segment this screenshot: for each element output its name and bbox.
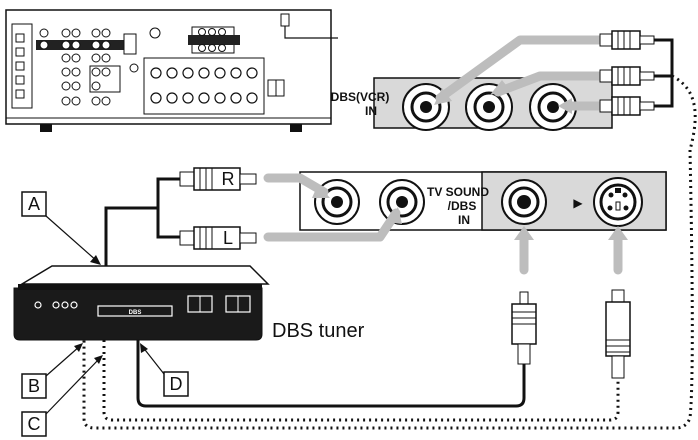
plug-l-label: L: [223, 228, 233, 248]
dbs-vcr-label-line2: IN: [365, 104, 377, 118]
callout-d: D: [140, 343, 189, 397]
svg-text:B: B: [28, 376, 40, 396]
receiver-rear-panel: [5, 9, 338, 132]
tv-sound-label-line2: /DBS: [448, 199, 477, 213]
dbs-vcr-in-panel: DBS(VCR) IN: [331, 30, 697, 151]
svg-text:D: D: [170, 374, 183, 394]
s-video-jack[interactable]: [593, 177, 643, 227]
tv-sound-label-line1: TV SOUND: [427, 185, 489, 199]
rca-plug-r: R: [179, 167, 257, 191]
dbs-tuner: DBS: [13, 265, 270, 341]
s-video-plug: [605, 289, 631, 379]
insert-arrow-r: [263, 173, 329, 197]
dbs-vcr-jack-1[interactable]: [402, 83, 450, 131]
callout-a: A: [21, 191, 101, 265]
insert-arrow-2: [493, 71, 605, 97]
tuner-name-label: DBS tuner: [272, 320, 365, 342]
callout-c: C: [21, 355, 103, 437]
rca-plug-l: L: [179, 226, 257, 250]
dbs-vcr-label-line1: DBS(VCR): [331, 90, 390, 104]
tuner-display-text: DBS: [129, 310, 142, 316]
tv-sound-dbs-panel: TV SOUND /DBS IN ▶: [263, 171, 667, 275]
video-plug: [511, 291, 537, 365]
s-video-arrow-icon: ▶: [573, 196, 583, 210]
rca-plug-top-1: [599, 30, 655, 50]
callout-b: B: [21, 343, 83, 399]
rca-plug-top-2: [599, 66, 655, 86]
insert-arrow-1: [435, 35, 605, 103]
rca-plug-top-3: [599, 96, 655, 116]
tv-sound-jack-l[interactable]: [379, 179, 425, 225]
video-jack[interactable]: [501, 179, 547, 225]
tv-sound-label-line3: IN: [458, 213, 470, 227]
plug-r-label: R: [222, 169, 235, 189]
svg-text:C: C: [28, 414, 41, 434]
svg-text:A: A: [28, 194, 40, 214]
